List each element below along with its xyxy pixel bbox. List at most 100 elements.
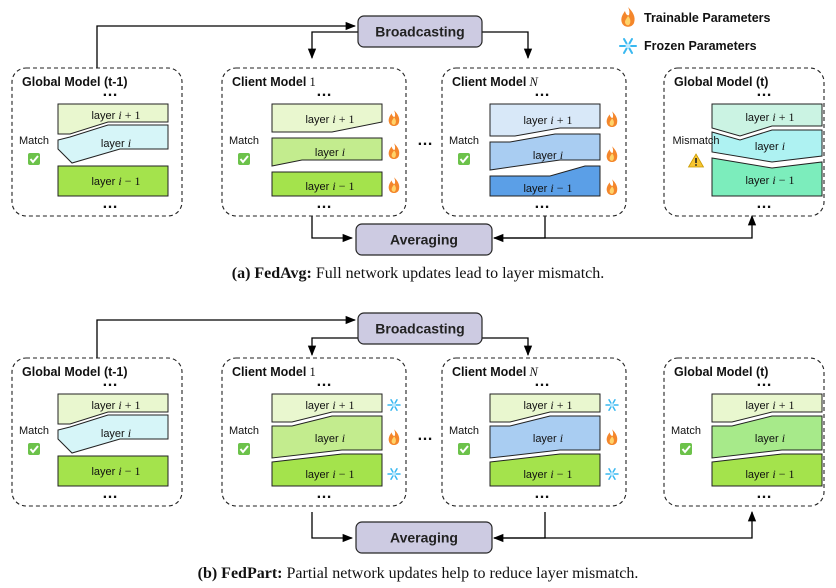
layer-block: layer i + 1 [489,393,601,423]
layer-block: layer i [271,137,383,167]
layer-block: layer i [489,133,601,171]
layer-block: layer i − 1 [271,171,383,197]
ellipsis-bottom: … [316,485,332,502]
broadcasting-box-b: Broadcasting [357,312,483,345]
layer-block: layer i − 1 [489,453,601,487]
layer-block: layer i + 1 [57,103,169,135]
checkmark-icon [28,443,40,455]
checkmark-icon [680,443,692,455]
caption-b-rest: Partial network updates help to reduce l… [282,565,638,582]
caption-a-bold: (a) FedAvg: [232,265,312,282]
layer-label: layer i [101,136,131,150]
panel-a-arrows [96,21,757,243]
warning-icon [687,153,705,168]
mismatch-label: Mismatch [672,135,719,147]
layer-label: layer i − 1 [523,181,572,195]
layer-label: layer i [755,139,785,153]
fire-icon [606,429,618,445]
layer-block: layer i + 1 [57,393,169,425]
layer-block: layer i [57,414,169,454]
model-title: Global Model (t) [674,75,768,89]
layer-label: layer i − 1 [91,174,140,188]
layer-label: layer i − 1 [305,467,354,481]
fire-icon [388,110,400,126]
layer-block: layer i [711,415,823,459]
checkmark-icon [238,443,250,455]
layer-block: layer i [271,415,383,459]
match-label: Match [449,135,479,147]
ellipsis-bottom: … [534,195,550,212]
fire-icon [388,177,400,193]
match-label: Match [229,425,259,437]
snowflake-icon [387,399,401,411]
layer-label: layer i + 1 [305,112,354,126]
ellipsis-top: … [102,83,118,100]
ellipsis-top: … [756,373,772,390]
checkmark-icon [238,153,250,165]
caption-a: (a) FedAvg: Full network updates lead to… [232,265,605,282]
averaging-label-a: Averaging [390,232,458,248]
averaging-label-b: Averaging [390,530,458,546]
legend: Trainable Parameters Frozen Parameters [619,7,771,54]
ellipsis-bottom: … [102,195,118,212]
ellipsis-clients-a: … [417,132,433,149]
layer-label: layer i + 1 [523,398,572,412]
layer-block: layer i + 1 [271,393,383,423]
layer-label: layer i − 1 [745,173,794,187]
fire-icon [606,146,618,162]
layer-label: layer i + 1 [91,108,140,122]
layer-label: layer i + 1 [745,398,794,412]
layer-block: layer i + 1 [489,103,601,137]
layer-label: layer i − 1 [523,467,572,481]
ellipsis-top: … [534,373,550,390]
ellipsis-top: … [534,83,550,100]
ellipsis-bottom: … [534,485,550,502]
layer-block: layer i − 1 [57,165,169,197]
snowflake-icon [387,468,401,480]
layer-block: layer i − 1 [711,453,823,487]
layer-block: layer i + 1 [711,393,823,423]
model-title: Global Model (t-1) [22,365,128,379]
model-title: Global Model (t-1) [22,75,128,89]
ellipsis-bottom: … [756,195,772,212]
ellipsis-bottom: … [756,485,772,502]
layer-label: layer i − 1 [305,179,354,193]
legend-trainable-label: Trainable Parameters [644,11,771,25]
layer-label: layer i [315,431,345,445]
ellipsis-clients-b: … [417,427,433,444]
checkmark-icon [458,153,470,165]
legend-frozen-label: Frozen Parameters [644,39,757,53]
fire-icon [388,429,400,445]
ellipsis-top: … [316,373,332,390]
ellipsis-top: … [756,83,772,100]
caption-b: (b) FedPart: Partial network updates hel… [198,565,639,582]
layer-label: layer i [315,145,345,159]
layer-label: layer i − 1 [91,464,140,478]
caption-a-rest: Full network updates lead to layer misma… [312,265,604,282]
layer-block: layer i + 1 [711,103,823,137]
layer-label: layer i − 1 [745,467,794,481]
layer-block: layer i [489,415,601,459]
layer-label: layer i + 1 [745,110,794,124]
layer-label: layer i [755,431,785,445]
broadcasting-label-b: Broadcasting [375,321,464,337]
layer-block: layer i − 1 [489,165,601,197]
layer-label: layer i + 1 [305,398,354,412]
fire-icon [606,111,618,127]
checkmark-icon [28,153,40,165]
layer-block: layer i − 1 [271,453,383,487]
layer-label: layer i [533,148,563,162]
broadcasting-box-a: Broadcasting [357,15,483,48]
snowflake-icon [605,399,619,411]
fire-icon [606,179,618,195]
ellipsis-bottom: … [102,485,118,502]
model-title: Global Model (t) [674,365,768,379]
layer-block: layer i − 1 [711,157,823,197]
